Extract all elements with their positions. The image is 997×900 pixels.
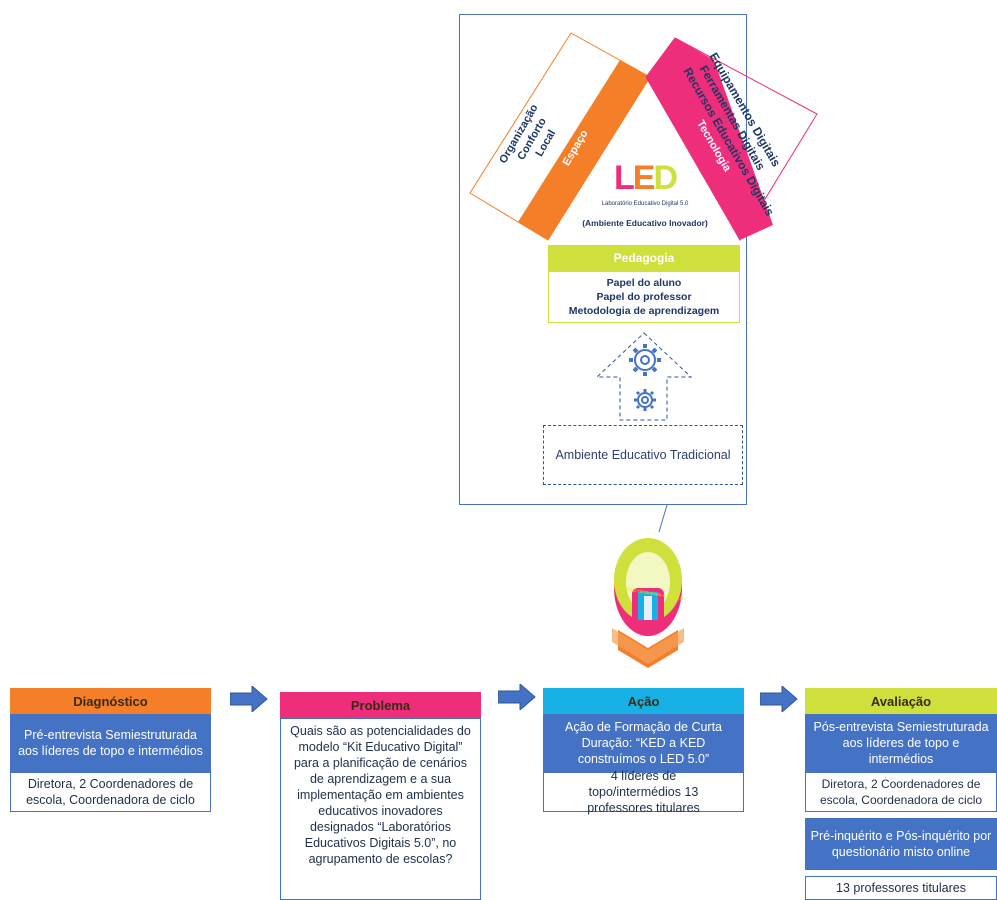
flow-arrow-icon — [760, 686, 798, 712]
model-frame — [459, 14, 747, 505]
step-avaliacao-method: Pós-entrevista Semiestruturada aos líder… — [805, 714, 997, 772]
ked-badge — [612, 538, 684, 668]
step-diagnostico-participants: Diretora, 2 Coordenadores de escola, Coo… — [10, 772, 211, 812]
led-logo-d: D — [653, 158, 678, 197]
badge-chevron — [618, 630, 678, 668]
model-subtitle: (Ambiente Educativo Inovador) — [582, 218, 708, 228]
pedagogia-item: Papel do professor — [596, 291, 692, 303]
flow-arrow-icon — [498, 684, 536, 710]
connector-line — [658, 504, 668, 533]
led-logo-e: E — [632, 158, 656, 197]
traditional-environment: Ambiente Educativo Tradicional — [543, 425, 743, 485]
led-logo-caption: Laboratório Educativo Digital 5.0 — [601, 201, 689, 207]
step-problema-header: Problema — [280, 692, 481, 718]
pedagogia-item: Metodologia de aprendizagem — [568, 305, 720, 317]
step-avaliacao-teachers: 13 professores titulares — [805, 876, 997, 900]
flow-arrow-icon — [230, 686, 268, 712]
pedagogia-header: Pedagogia — [548, 245, 740, 271]
step-diagnostico-header: Diagnóstico — [10, 688, 211, 714]
step-acao-training: Ação de Formação de Curta Duração: “KED … — [543, 714, 744, 772]
led-logo-l: L — [613, 158, 635, 197]
tecnologia-bar — [646, 38, 773, 240]
step-acao-header: Ação — [543, 688, 744, 714]
step-acao-participants: 4 líderes de topo/intermédios 13 profess… — [543, 769, 744, 815]
step-problema-question: Quais são as potencialidades do modelo “… — [280, 718, 481, 900]
espaco-bar — [518, 60, 650, 240]
step-avaliacao-survey: Pré-inquérito e Pós-inquérito por questi… — [805, 818, 997, 870]
pedagogia-items: Papel do aluno Papel do professor Metodo… — [548, 271, 740, 323]
up-arrow — [595, 332, 693, 421]
step-avaliacao-participants: Diretora, 2 Coordenadores de escola, Coo… — [805, 772, 997, 812]
gear-icon — [629, 344, 661, 411]
pedagogia-item: Papel do aluno — [606, 277, 682, 289]
step-avaliacao-header: Avaliação — [805, 688, 997, 714]
step-diagnostico-method: Pré-entrevista Semiestruturada aos líder… — [10, 714, 211, 772]
